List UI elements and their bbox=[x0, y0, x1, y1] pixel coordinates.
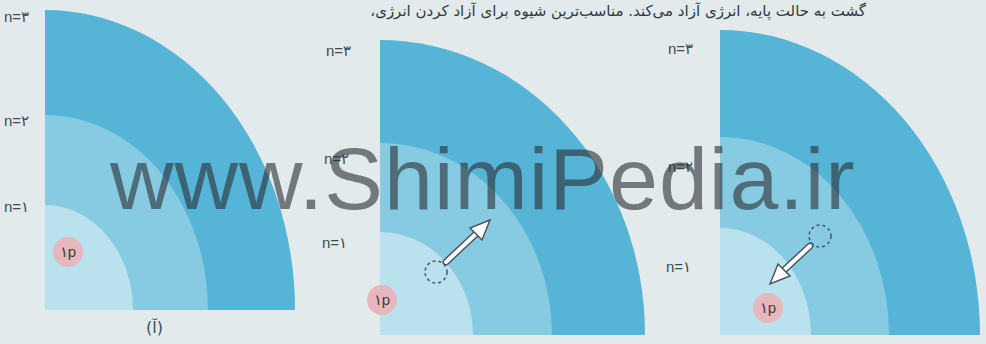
level-label: n=۱ bbox=[322, 234, 347, 252]
electron-jump-arrow bbox=[425, 220, 490, 283]
nucleus-label: ۱p bbox=[60, 243, 76, 261]
nucleus-circle: ۱p bbox=[53, 237, 83, 267]
level-label: n=۱ bbox=[666, 258, 691, 276]
level-label: n=۱ bbox=[4, 198, 29, 216]
level-label: n=۳ bbox=[668, 40, 693, 58]
nucleus-circle: ۱p bbox=[753, 293, 783, 323]
level-label: n=۳ bbox=[4, 8, 29, 26]
part-label: (آ) bbox=[146, 318, 163, 337]
nucleus-circle: ۱p bbox=[367, 285, 397, 315]
nucleus-label: ۱p bbox=[760, 299, 776, 317]
watermark: www.ShimiPedia.ir bbox=[110, 128, 856, 230]
electron-jump-arrow bbox=[770, 225, 831, 284]
level-label: n=۳ bbox=[326, 42, 351, 60]
nucleus-label: ۱p bbox=[374, 291, 390, 309]
level-label: n=۲ bbox=[4, 112, 29, 130]
body-text: گشت به حالت پایه، انرژی آزاد می‌کند. منا… bbox=[370, 2, 866, 20]
